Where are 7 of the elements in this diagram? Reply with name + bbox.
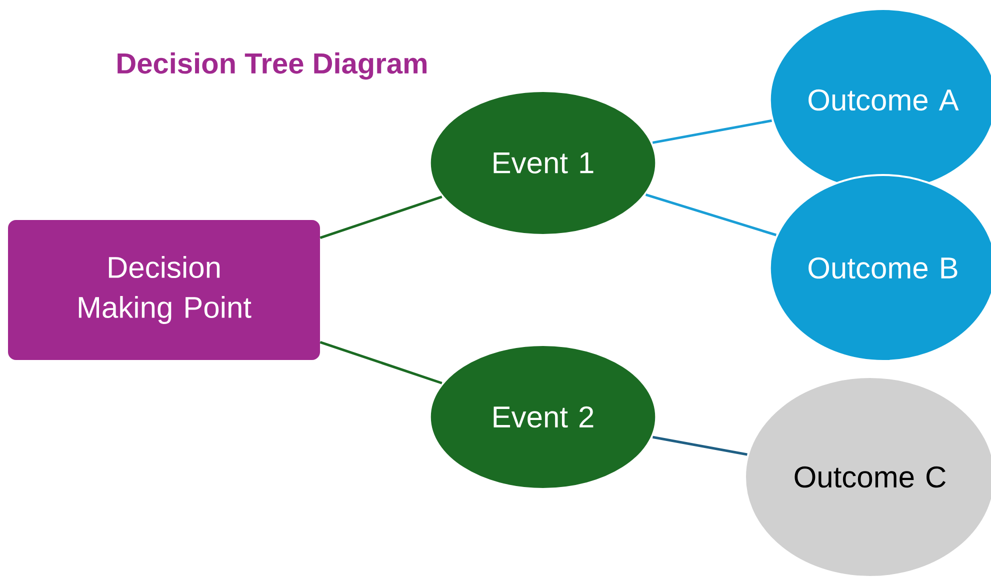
connector-line (652, 436, 748, 456)
title: Decision Tree Diagram (118, 52, 426, 80)
decision-box: Decision Making Point (8, 220, 320, 360)
connector-line (320, 196, 442, 240)
connector-line (645, 194, 776, 236)
connector-line (652, 119, 772, 144)
connector-line (320, 340, 442, 384)
